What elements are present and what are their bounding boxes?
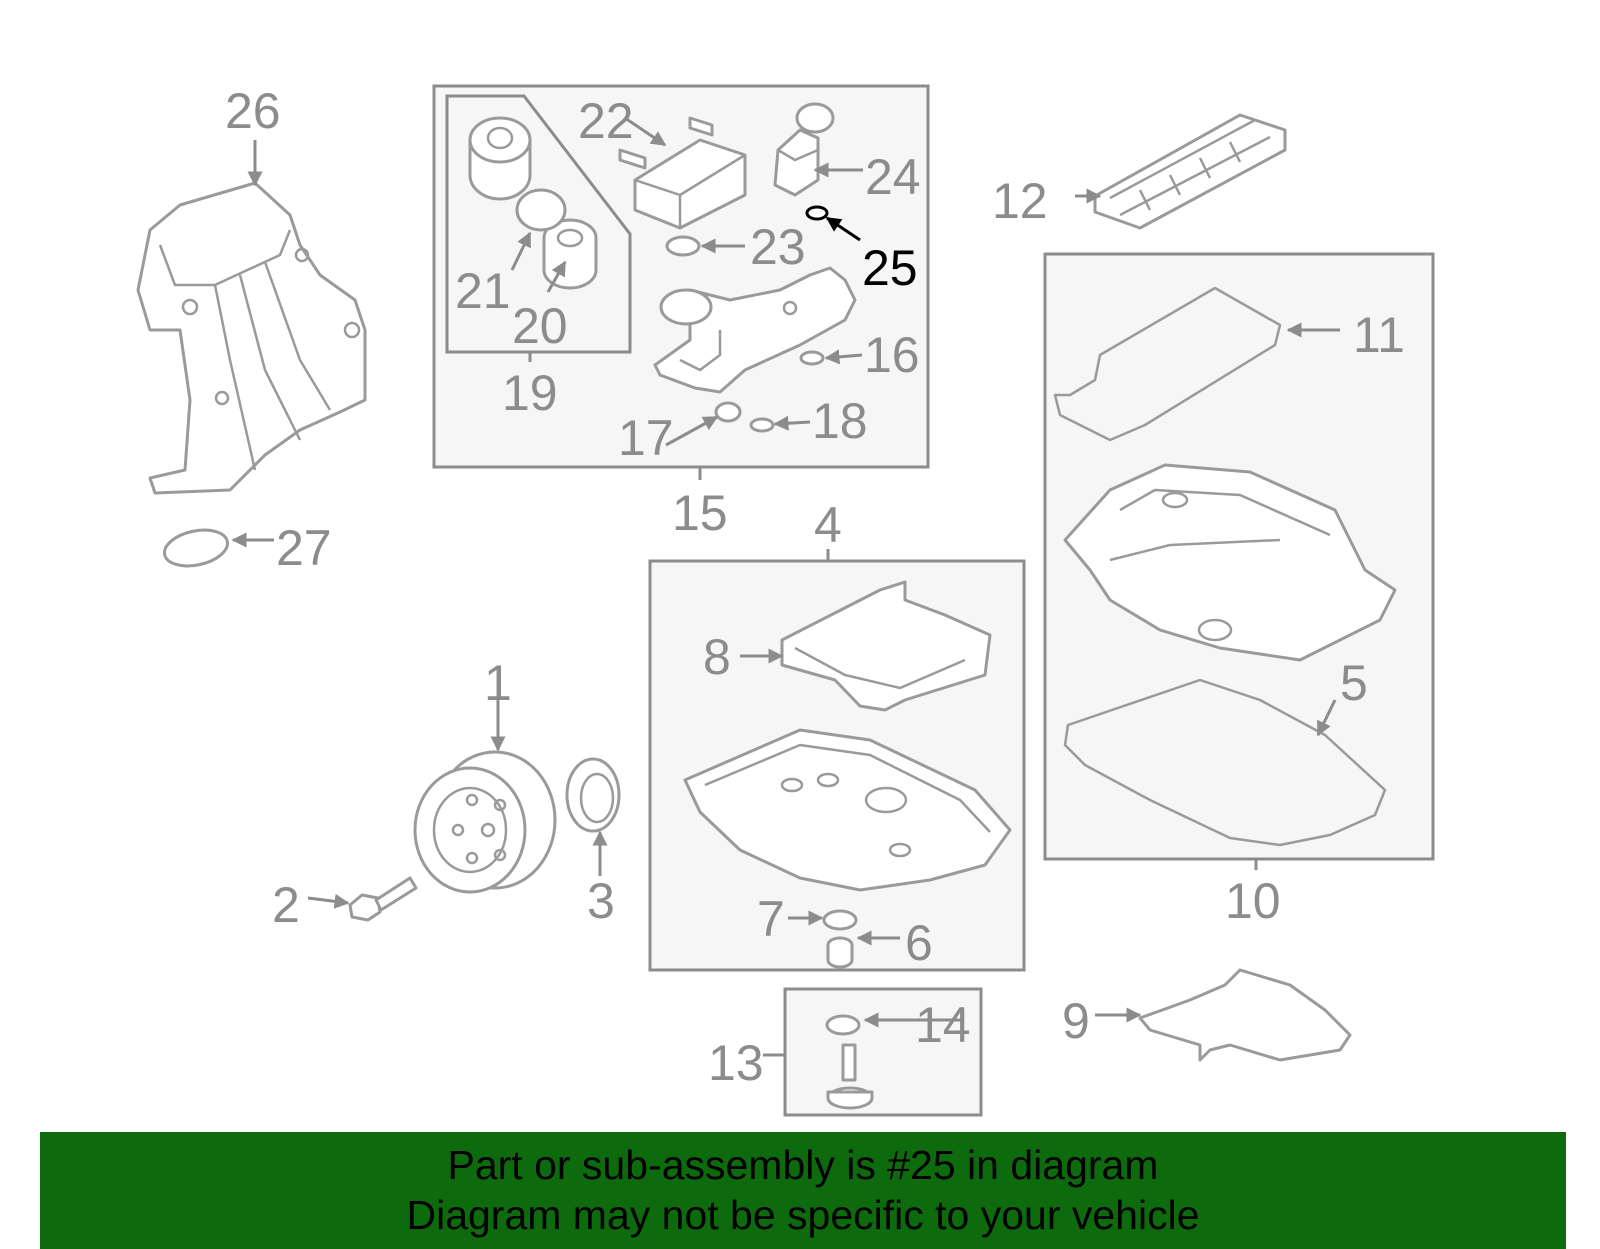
callout-21: 21 xyxy=(455,263,511,319)
callout-25: 25 xyxy=(862,240,918,296)
oring-part-25 xyxy=(805,205,829,221)
baffle-part-8 xyxy=(780,580,992,712)
callout-2: 2 xyxy=(272,877,300,933)
callout-11: 11 xyxy=(1353,307,1405,363)
callout-7: 7 xyxy=(757,891,785,947)
oil-filter-cap-part xyxy=(468,116,532,201)
gasket-part-11 xyxy=(1053,286,1282,442)
callout-15: 15 xyxy=(672,485,728,541)
callout-12: 12 xyxy=(992,173,1048,229)
callout-18: 18 xyxy=(812,393,868,449)
seal-part-3 xyxy=(565,757,621,833)
callout-10: 10 xyxy=(1225,873,1281,929)
oring-part-17 xyxy=(714,401,742,423)
filter-cap-oring-part xyxy=(515,188,567,232)
callout-3: 3 xyxy=(587,873,615,929)
oil-cooler-part xyxy=(618,116,747,230)
callout-8: 8 xyxy=(703,629,731,685)
banner-line-2: Diagram may not be specific to your vehi… xyxy=(406,1192,1200,1238)
oil-filter-housing-part xyxy=(653,266,857,394)
washer-part-7 xyxy=(822,909,858,931)
intake-manifold-part xyxy=(136,181,367,495)
group-box-13 xyxy=(783,987,983,1117)
banner-line-1: Part or sub-assembly is #25 in diagram xyxy=(447,1142,1159,1188)
bolt-part-2 xyxy=(348,876,418,922)
callout-5: 5 xyxy=(1340,655,1368,711)
callout-1: 1 xyxy=(484,655,512,711)
callout-27: 27 xyxy=(276,520,332,576)
callout-22: 22 xyxy=(578,93,634,149)
callout-23: 23 xyxy=(750,219,806,275)
callout-26: 26 xyxy=(225,83,281,139)
oil-valve-part xyxy=(773,102,835,197)
callout-20: 20 xyxy=(512,298,568,354)
oring-part-18 xyxy=(749,417,775,433)
oring-part-16 xyxy=(799,350,825,366)
baffle-cover-part xyxy=(1093,113,1287,230)
oil-filter-element-part xyxy=(542,218,598,290)
callout-19: 19 xyxy=(502,365,558,421)
drain-plug-part-6 xyxy=(826,936,854,969)
oil-pan-upper-part xyxy=(1063,463,1397,662)
gasket-part-5 xyxy=(1063,678,1387,847)
callout-24: 24 xyxy=(865,149,921,205)
callout-4: 4 xyxy=(814,497,842,553)
callout-17: 17 xyxy=(618,410,674,466)
oring-part-14 xyxy=(825,1014,861,1036)
dipstick-sensor-part-13 xyxy=(826,1043,874,1110)
callout-6: 6 xyxy=(905,915,933,971)
cooler-oring-part xyxy=(665,235,701,257)
shield-part-9 xyxy=(1138,968,1352,1062)
oil-pan-lower-part xyxy=(683,728,1012,892)
info-banner: Part or sub-assembly is #25 in diagram D… xyxy=(40,1132,1566,1249)
manifold-gasket-part xyxy=(163,528,229,568)
pulley-part-1 xyxy=(413,750,557,894)
callout-14: 14 xyxy=(915,997,971,1053)
callout-13: 13 xyxy=(708,1035,764,1091)
callout-16: 16 xyxy=(864,327,920,383)
callout-9: 9 xyxy=(1062,993,1090,1049)
